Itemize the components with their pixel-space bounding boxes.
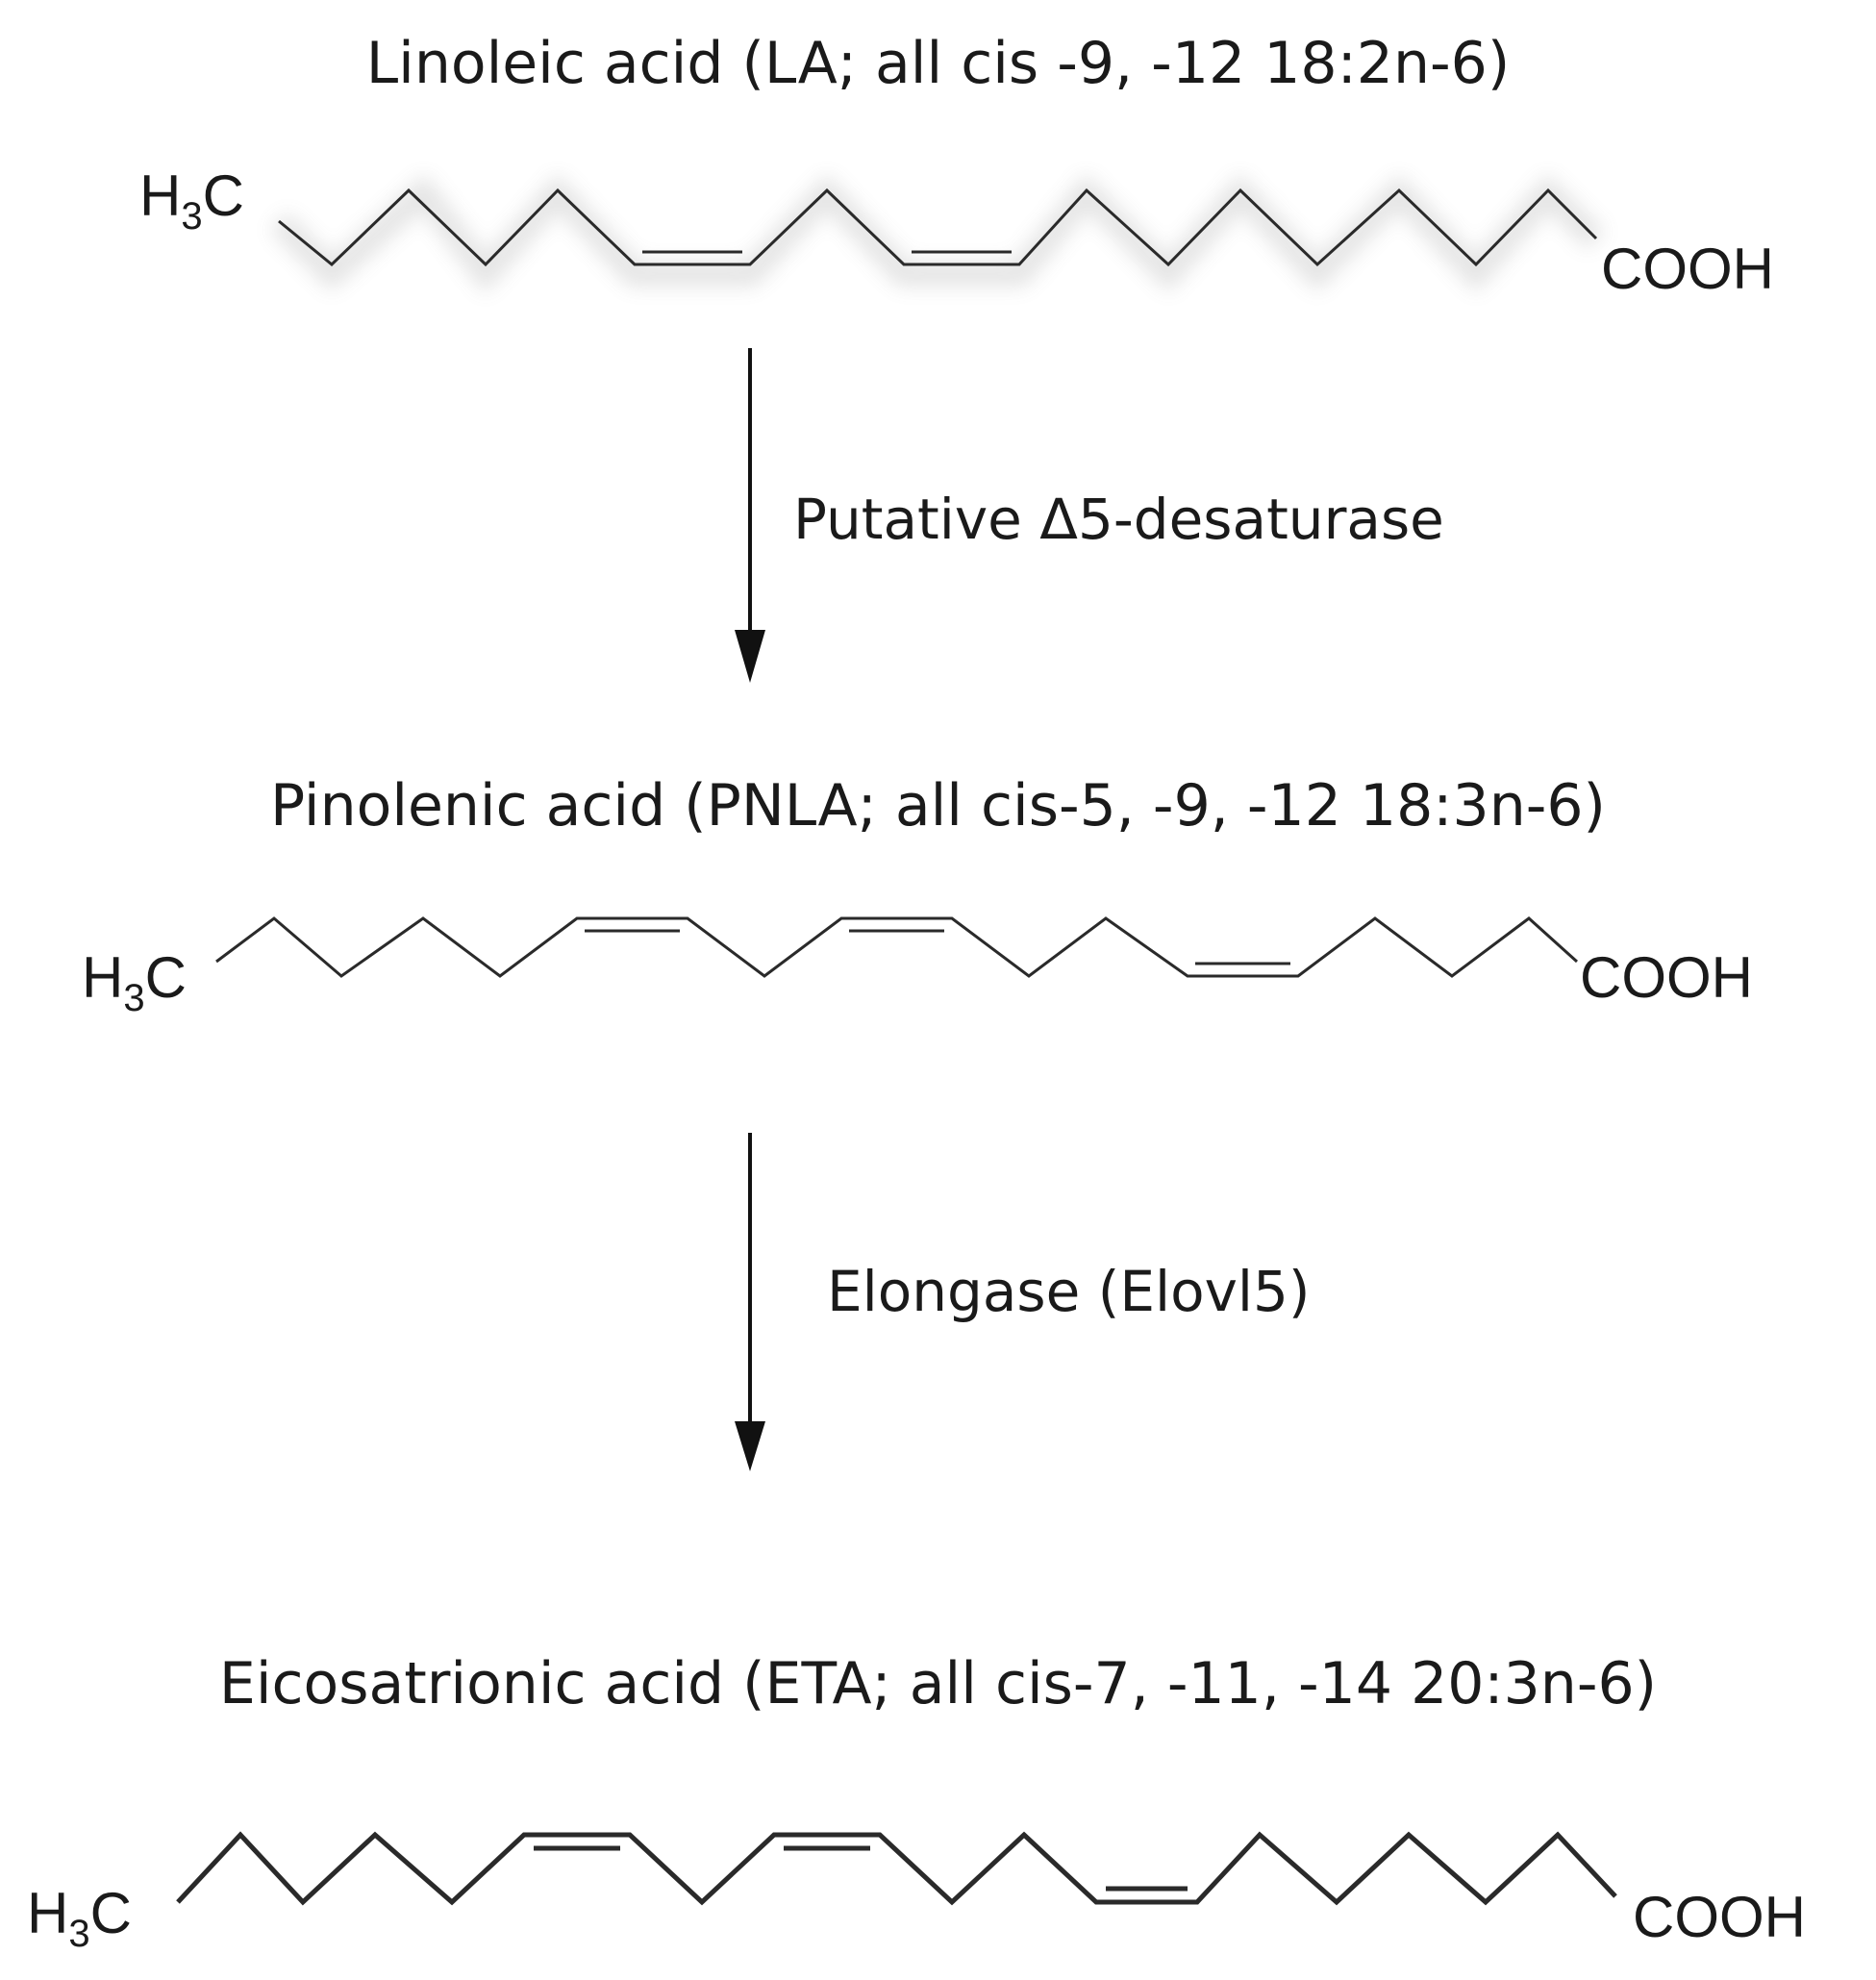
carboxyl-group-pnla: COOH: [1580, 945, 1753, 1010]
carboxyl-group-eta: COOH: [1633, 1885, 1806, 1949]
la-shadow: [269, 173, 1606, 294]
arrow-step-1: [735, 348, 765, 683]
methyl-group-la: H3C: [139, 163, 244, 238]
compound-title-pnla: Pinolenic acid (PNLA; all cis-5, -9, -12…: [270, 772, 1606, 840]
enzyme-label-desaturase: Putative Δ5-desaturase: [793, 487, 1444, 552]
compound-title-eta: Eicosatrionic acid (ETA; all cis-7, -11,…: [218, 1650, 1658, 1717]
methyl-group-eta: H3C: [27, 1881, 132, 1955]
enzyme-label-elongase: Elongase (Elovl5): [827, 1259, 1311, 1324]
methyl-group-pnla: H3C: [82, 945, 187, 1019]
carboxyl-group-la: COOH: [1601, 237, 1774, 301]
la-chain: [278, 188, 1598, 267]
compound-title-la: Linoleic acid (LA; all cis -9, -12 18:2n…: [365, 30, 1511, 97]
arrow-step-2: [735, 1133, 765, 1471]
eta-chain: [176, 1831, 1617, 1906]
pnla-chain: [215, 916, 1579, 978]
